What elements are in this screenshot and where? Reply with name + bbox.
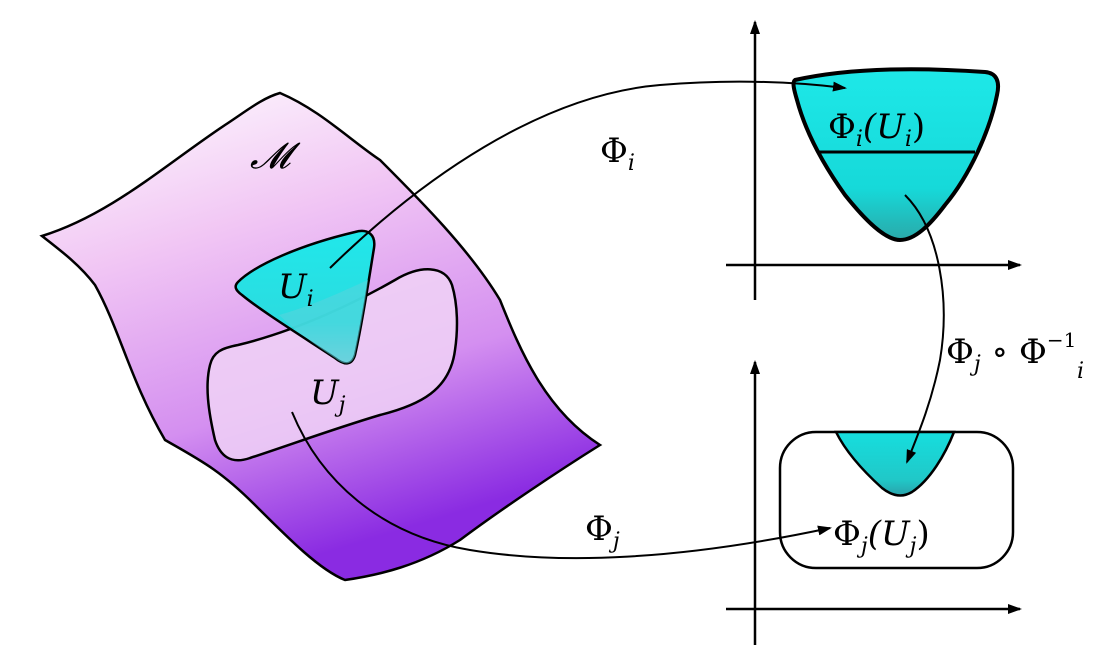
- region-u-j: [206, 268, 459, 462]
- image-phi-i: [791, 67, 1001, 243]
- overlap-region: [279, 280, 368, 364]
- arrow-phi-i: [329, 80, 847, 269]
- axes-bottom: [726, 360, 1022, 645]
- label-image-phi-j: Φj(Uj): [833, 514, 930, 559]
- label-u-i: Ui: [278, 267, 314, 312]
- label-u-j: Uj: [310, 373, 346, 418]
- svg-text:Φj(Uj): Φj(Uj): [833, 514, 930, 559]
- arrow-phi-j: [291, 411, 832, 560]
- label-image-phi-i: Φi(Ui): [828, 107, 925, 152]
- label-phi-j: Φj: [585, 509, 620, 554]
- label-phi-i: Φi: [600, 131, 635, 176]
- svg-text:Ui: Ui: [278, 267, 314, 312]
- label-transition: Φj ∘ Φ−1 i: [946, 328, 1084, 384]
- image-phi-j-region: [833, 430, 956, 497]
- arrow-transition: [904, 194, 945, 464]
- svg-text:Φj: Φj: [585, 509, 620, 554]
- svg-text:i: i: [1077, 359, 1084, 384]
- svg-text:Φi(Ui): Φi(Ui): [828, 107, 925, 152]
- svg-text:Uj: Uj: [310, 373, 346, 418]
- svg-text:Φi: Φi: [600, 131, 635, 176]
- svg-text:Φj ∘ Φ−1: Φj ∘ Φ−1: [946, 328, 1076, 377]
- axes-top: [726, 20, 1022, 300]
